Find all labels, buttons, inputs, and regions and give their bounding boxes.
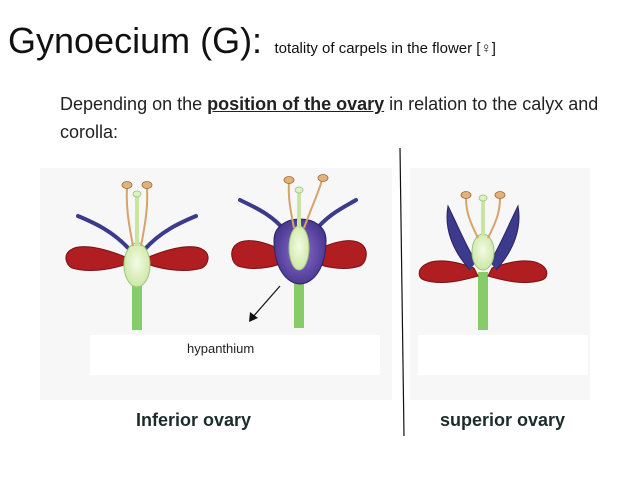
- stamen-icon: [465, 197, 479, 239]
- intro-after: in relation to the calyx and corolla:: [60, 94, 599, 142]
- ovary-icon: [123, 242, 151, 288]
- flower-inferior-2: [231, 174, 367, 328]
- anther-icon: [317, 174, 329, 182]
- stamen-icon: [125, 187, 134, 247]
- sepal-right-icon: [489, 204, 520, 271]
- stem-icon: [132, 268, 142, 330]
- caption-superior-ovary: superior ovary: [440, 410, 566, 430]
- petal-right-icon: [487, 260, 548, 283]
- sepal-left-icon: [76, 214, 132, 252]
- petal-left-icon: [65, 246, 133, 271]
- anther-icon: [460, 191, 472, 199]
- divider-line: [399, 147, 405, 437]
- arrow-head-icon: [249, 312, 258, 322]
- stamen-icon: [303, 179, 323, 229]
- intro-before: Depending on the: [60, 94, 208, 114]
- flower-superior: [418, 191, 548, 330]
- slide-title: Gynoecium (G): totality of carpels in th…: [8, 20, 496, 62]
- petal-right-icon: [141, 246, 209, 271]
- sepal-right-icon: [142, 214, 198, 252]
- stigma-icon: [294, 186, 304, 194]
- anther-icon: [141, 181, 153, 189]
- intro-emphasis: position of the ovary: [207, 94, 385, 114]
- stigma-icon: [478, 194, 488, 202]
- anther-icon: [121, 181, 133, 189]
- stamen-icon: [287, 181, 295, 229]
- hypanthium-label: hypanthium: [187, 341, 255, 356]
- intro-text: Depending on the position of the ovary i…: [60, 90, 600, 146]
- anther-icon: [283, 176, 295, 184]
- anther-icon: [494, 191, 506, 199]
- ovary-icon: [288, 225, 310, 271]
- caption-inferior-ovary: Inferior ovary: [136, 410, 252, 430]
- arrow-line: [251, 285, 281, 319]
- flower-inferior-1: [65, 181, 209, 330]
- title-main: Gynoecium (G):: [8, 20, 263, 61]
- label-box-right: [418, 335, 588, 375]
- stamen-icon: [487, 197, 501, 239]
- sepal-left-icon: [446, 204, 477, 271]
- title-subtitle: totality of carpels in the flower [♀]: [274, 40, 496, 57]
- petal-left-icon: [418, 260, 479, 283]
- stigma-icon: [132, 190, 142, 198]
- label-box-left: [90, 335, 380, 375]
- stem-icon: [478, 272, 488, 330]
- stem-icon: [294, 262, 304, 328]
- stamen-icon: [140, 187, 149, 247]
- ovary-icon: [471, 233, 495, 271]
- hypanthium-arrow: [249, 285, 281, 322]
